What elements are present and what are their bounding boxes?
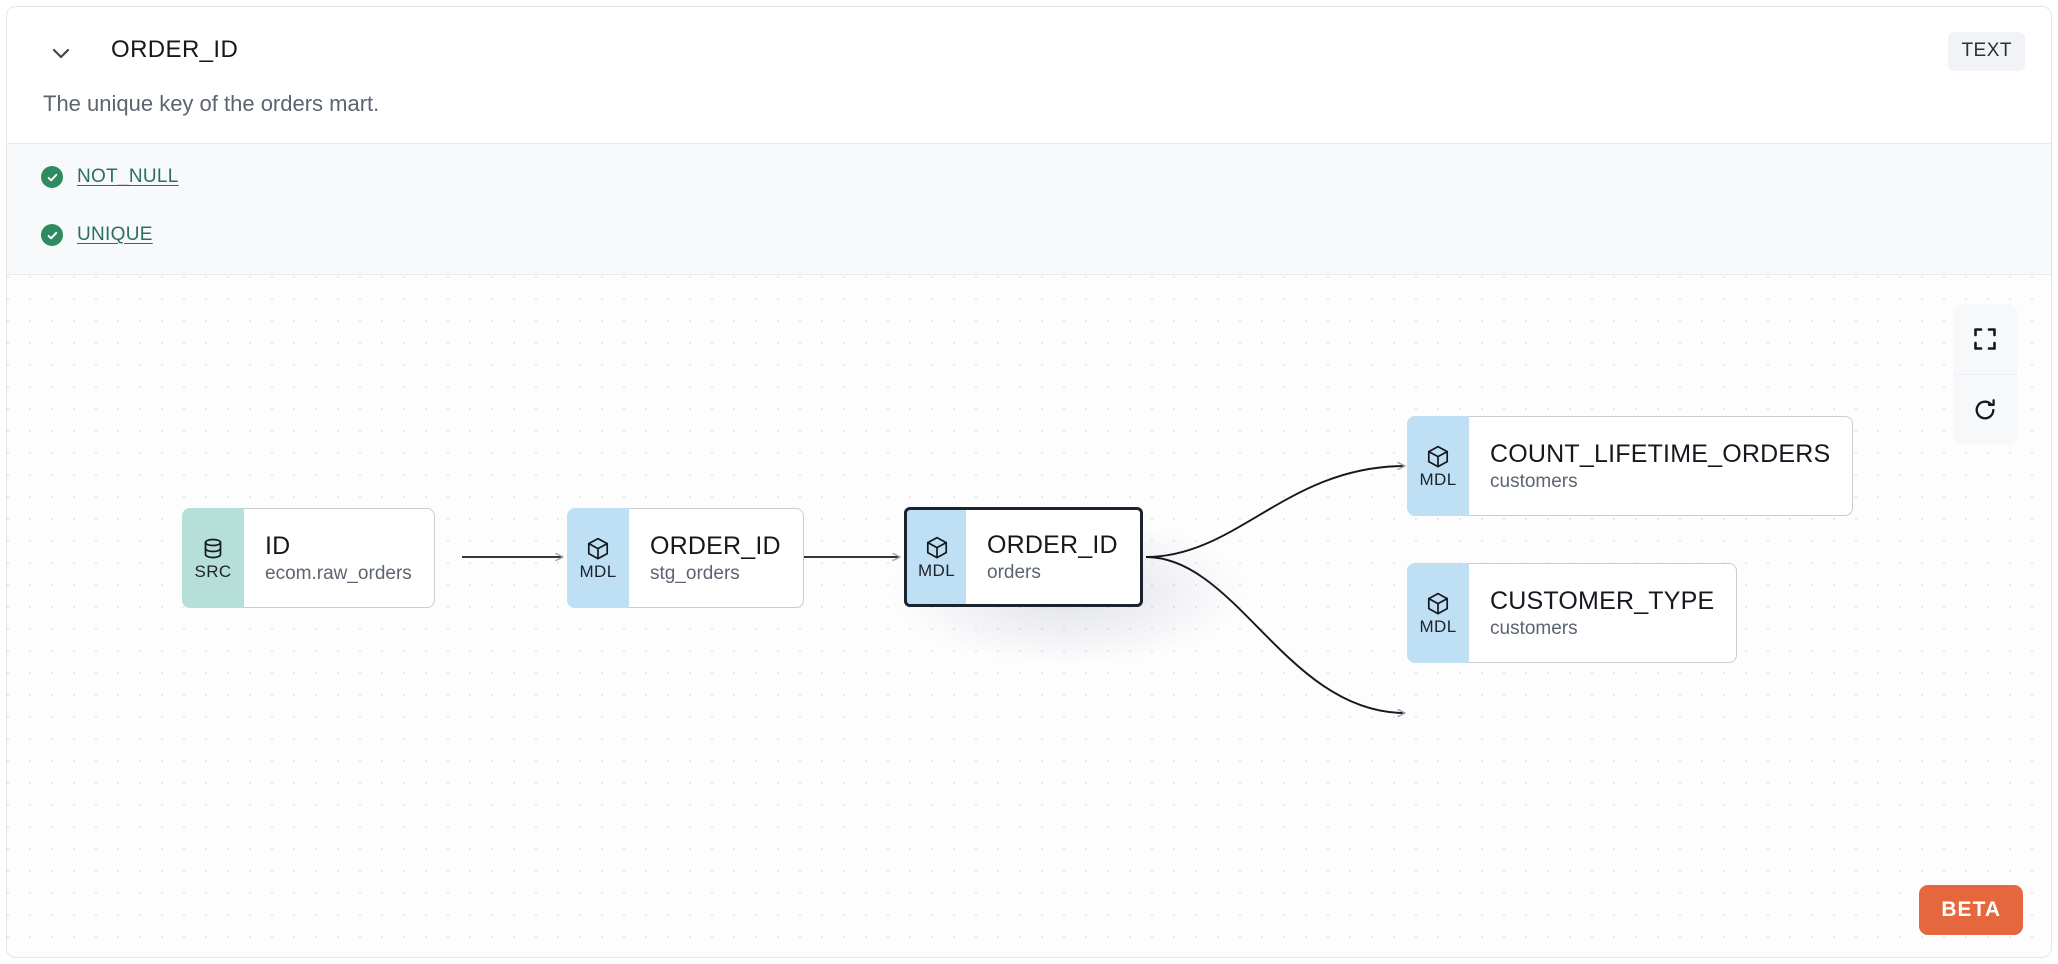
node-body: ORDER_ID stg_orders [621, 508, 804, 608]
lineage-node-order-id-orders-selected[interactable]: MDL ORDER_ID orders [904, 507, 1143, 607]
node-body: ORDER_ID orders [956, 507, 1143, 607]
test-link[interactable]: NOT_NULL [77, 166, 179, 187]
test-link[interactable]: UNIQUE [77, 224, 153, 245]
node-body: ID ecom.raw_orders [236, 508, 435, 608]
column-description: The unique key of the orders mart. [43, 91, 380, 116]
node-kind-badge: MDL [1407, 563, 1469, 663]
cube-icon [1425, 591, 1451, 617]
page-title: ORDER_ID [111, 36, 239, 63]
node-resource: stg_orders [650, 562, 740, 584]
node-resource: ecom.raw_orders [265, 562, 412, 584]
fit-view-button[interactable] [1953, 304, 2017, 374]
lineage-node-customer-type[interactable]: MDL CUSTOMER_TYPE customers [1407, 563, 1738, 663]
node-body: COUNT_LIFETIME_ORDERS customers [1461, 416, 1854, 516]
node-kind-label: SRC [194, 562, 232, 581]
column-header: ORDER_ID TEXT [7, 7, 2051, 93]
test-row[interactable]: NOT_NULL [41, 166, 179, 188]
node-body: CUSTOMER_TYPE customers [1461, 563, 1738, 663]
node-resource: customers [1490, 617, 1578, 639]
beta-badge[interactable]: BETA [1919, 885, 2023, 935]
test-row[interactable]: UNIQUE [41, 224, 153, 246]
cube-icon [1425, 444, 1451, 470]
node-name: COUNT_LIFETIME_ORDERS [1490, 439, 1831, 468]
check-circle-icon [41, 224, 63, 246]
data-type-badge: TEXT [1948, 32, 2025, 71]
lineage-edges [462, 461, 1406, 718]
tests-section: NOT_NULL UNIQUE [7, 143, 2051, 275]
chevron-down-icon[interactable] [47, 39, 75, 67]
node-name: ORDER_ID [650, 531, 781, 560]
node-kind-badge: MDL [567, 508, 629, 608]
node-kind-label: MDL [1419, 617, 1457, 636]
canvas-controls [1953, 304, 2017, 444]
database-icon [200, 536, 226, 562]
fullscreen-icon [1972, 326, 1998, 352]
lineage-node-id[interactable]: SRC ID ecom.raw_orders [182, 508, 435, 608]
lineage-canvas[interactable]: SRC ID ecom.raw_orders MDL ORDE [7, 276, 2051, 957]
lineage-node-count-lifetime-orders[interactable]: MDL COUNT_LIFETIME_ORDERS customers [1407, 416, 1854, 516]
refresh-icon [1972, 397, 1998, 423]
node-name: CUSTOMER_TYPE [1490, 586, 1715, 615]
cube-icon [585, 536, 611, 562]
reset-button[interactable] [1953, 374, 2017, 444]
check-circle-icon [41, 166, 63, 188]
lineage-node-order-id-stg[interactable]: MDL ORDER_ID stg_orders [567, 508, 804, 608]
node-kind-badge: MDL [1407, 416, 1469, 516]
node-kind-label: MDL [1419, 470, 1457, 489]
node-resource: customers [1490, 470, 1578, 492]
column-detail-card: ORDER_ID TEXT The unique key of the orde… [6, 6, 2052, 958]
node-name: ID [265, 531, 291, 560]
cube-icon [924, 535, 950, 561]
node-kind-label: MDL [917, 561, 956, 580]
node-kind-badge: MDL [904, 507, 966, 607]
node-resource: orders [987, 561, 1041, 583]
node-kind-badge: SRC [182, 508, 244, 608]
node-kind-label: MDL [579, 562, 617, 581]
node-name: ORDER_ID [987, 530, 1118, 559]
